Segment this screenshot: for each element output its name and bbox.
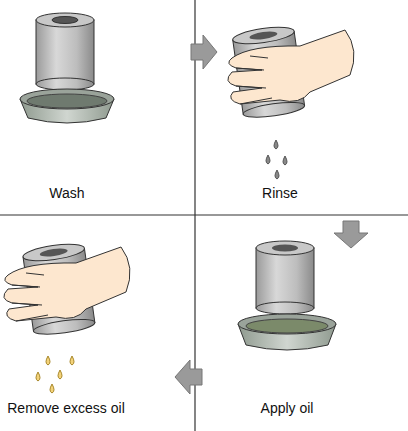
wash-step [20,13,114,123]
apply-oil-step [238,241,336,350]
remove-oil-step [4,241,130,393]
step-label: Rinse [260,185,300,201]
step-label: Wash [47,185,86,201]
step-arrow [334,221,368,248]
step-label: Remove excess oil [5,400,127,416]
divider [0,214,408,215]
step-label: Apply oil [259,400,316,416]
step-arrow [175,360,202,394]
rinse-step [228,24,354,179]
step-arrow [191,35,217,69]
